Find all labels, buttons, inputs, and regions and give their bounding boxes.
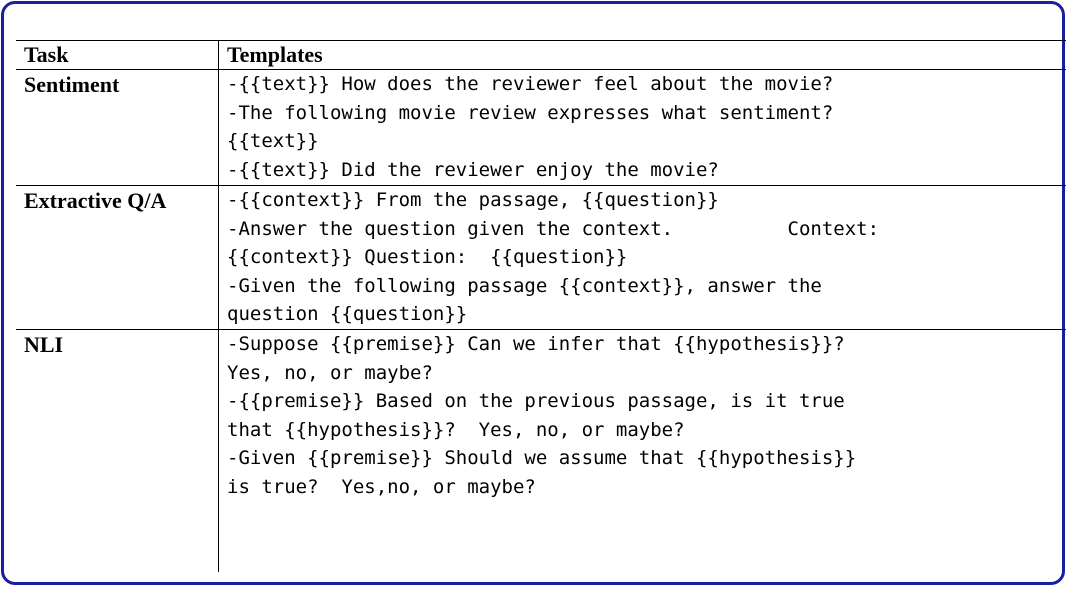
template-line: {{text}} xyxy=(227,130,319,152)
template-line: question {{question}} xyxy=(227,303,468,325)
template-line: is true? Yes,no, or maybe? xyxy=(227,475,536,498)
template-line: Yes, no, or maybe? xyxy=(227,361,433,384)
row-rule xyxy=(16,185,1066,186)
template-list: -{{context}} From the passage, {{questio… xyxy=(227,186,1059,329)
template-list: -{{text}} How does the reviewer feel abo… xyxy=(227,70,1059,184)
template-list: -Suppose {{premise}} Can we infer that {… xyxy=(227,330,1059,501)
template-line: that {{hypothesis}}? Yes, no, or maybe? xyxy=(227,418,685,441)
task-label: Sentiment xyxy=(24,72,120,97)
template-line: -{{context}} From the passage, {{questio… xyxy=(227,189,719,211)
table-top-rule xyxy=(16,40,1066,41)
column-divider xyxy=(218,40,219,572)
template-line: -Given {{premise}} Should we assume that… xyxy=(227,447,857,469)
template-line: {{context}} Question: {{question}} xyxy=(227,246,628,268)
task-label: Extractive Q/A xyxy=(24,188,167,213)
header-rule xyxy=(16,69,1066,70)
template-line: -{{text}} Did the reviewer enjoy the mov… xyxy=(227,158,719,181)
template-line: -{{text}} How does the reviewer feel abo… xyxy=(227,73,834,95)
template-line: -Answer the question given the context. … xyxy=(227,217,880,240)
template-line: -{{premise}} Based on the previous passa… xyxy=(227,390,845,412)
template-line: -Given the following passage {{context}}… xyxy=(227,274,822,297)
header-templates: Templates xyxy=(227,42,323,67)
row-rule xyxy=(16,329,1066,330)
task-label: NLI xyxy=(24,332,64,357)
header-task: Task xyxy=(24,42,69,67)
template-line: -Suppose {{premise}} Can we infer that {… xyxy=(227,333,845,355)
template-line: -The following movie review expresses wh… xyxy=(227,101,834,124)
